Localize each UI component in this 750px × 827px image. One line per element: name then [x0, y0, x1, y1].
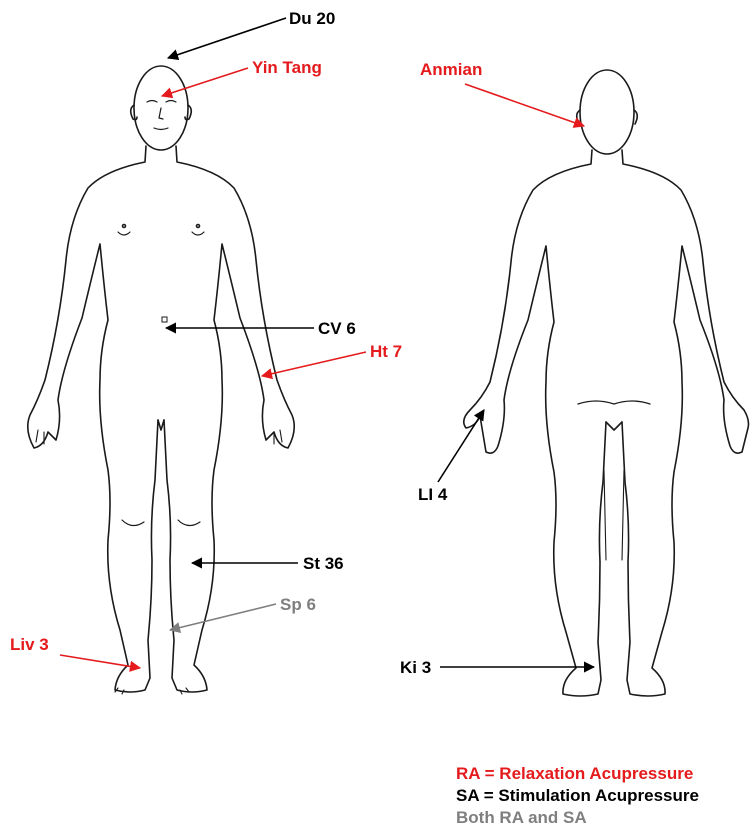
arrow-du20 — [168, 18, 286, 58]
arrow-ht7 — [262, 352, 366, 376]
label-cv6: CV 6 — [318, 319, 356, 338]
label-st36: St 36 — [303, 554, 344, 573]
label-ki3: Ki 3 — [400, 658, 431, 677]
label-sp6: Sp 6 — [280, 595, 316, 614]
front-body-figure — [28, 66, 295, 694]
legend-relaxation: RA = Relaxation Acupressure — [456, 764, 693, 783]
arrow-anmian — [465, 84, 584, 126]
back-head — [580, 70, 634, 154]
legend-both: Both RA and SA — [456, 808, 587, 827]
label-yintang: Yin Tang — [252, 58, 322, 77]
label-li4: LI 4 — [418, 485, 448, 504]
label-anmian: Anmian — [420, 60, 482, 79]
arrow-li4 — [438, 410, 484, 482]
label-du20: Du 20 — [289, 9, 335, 28]
cv6-point-marker — [162, 317, 167, 322]
label-liv3: Liv 3 — [10, 635, 49, 654]
label-ht7: Ht 7 — [370, 342, 402, 361]
arrow-sp6 — [170, 604, 276, 630]
back-body-figure — [464, 70, 749, 696]
legend: RA = Relaxation Acupressure SA = Stimula… — [456, 764, 699, 827]
legend-stimulation: SA = Stimulation Acupressure — [456, 786, 699, 805]
